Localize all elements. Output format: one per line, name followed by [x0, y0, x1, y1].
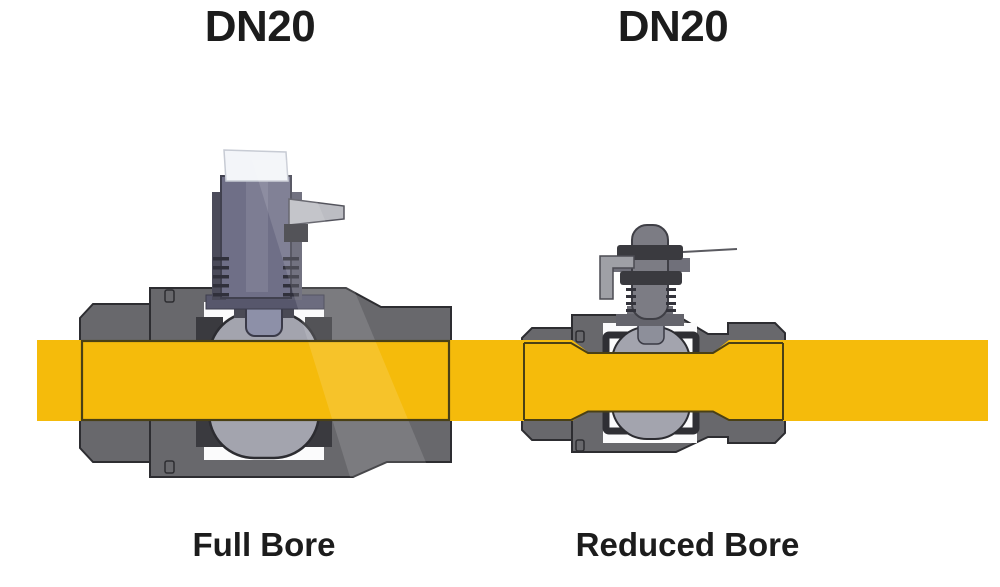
right-valve-body-notch-bottom — [575, 439, 585, 452]
right-valve-body-notch-top — [575, 330, 585, 343]
left-valve-body-notch-bottom — [164, 460, 175, 474]
thread-ridge — [283, 257, 299, 261]
right-valve-size-label: DN20 — [617, 2, 729, 51]
thread-ridge — [213, 275, 229, 279]
left-valve-thread-ridges — [213, 257, 299, 297]
thread-ridge — [283, 293, 299, 297]
thread-ridge — [283, 266, 299, 270]
left-valve-handle-grip — [223, 149, 289, 182]
left-valve-bore-outline — [80, 339, 451, 422]
thread-ridge — [666, 309, 676, 312]
thread-ridge — [666, 302, 676, 305]
thread-ridge — [626, 295, 636, 298]
left-valve-handle-lever — [288, 198, 345, 226]
right-valve-bore-outline — [523, 342, 784, 421]
right-valve-thread-ridges — [626, 288, 676, 312]
thread-ridge — [626, 302, 636, 305]
thread-ridge — [213, 257, 229, 261]
left-valve-body-notch-top — [164, 289, 175, 303]
left-valve-bore-label: Full Bore — [192, 526, 336, 563]
left-valve-handle-nut-block — [284, 224, 308, 242]
right-valve-handle-bar-bottom — [620, 271, 682, 285]
left-valve-stem-highlight — [246, 180, 268, 292]
pipe-flow-band — [37, 340, 988, 421]
right-valve-bore-label: Reduced Bore — [575, 526, 800, 563]
right-valve-handle-needle — [682, 248, 738, 253]
thread-ridge — [666, 295, 676, 298]
left-valve-reflection-highlight — [252, 160, 432, 477]
thread-ridge — [626, 309, 636, 312]
thread-ridge — [283, 284, 299, 288]
thread-ridge — [283, 275, 299, 279]
thread-ridge — [213, 266, 229, 270]
thread-ridge — [213, 293, 229, 297]
thread-ridge — [666, 288, 676, 291]
thread-ridge — [626, 288, 636, 291]
thread-ridge — [213, 284, 229, 288]
right-valve-handle-hook — [599, 255, 635, 300]
left-valve-size-label: DN20 — [204, 2, 316, 51]
